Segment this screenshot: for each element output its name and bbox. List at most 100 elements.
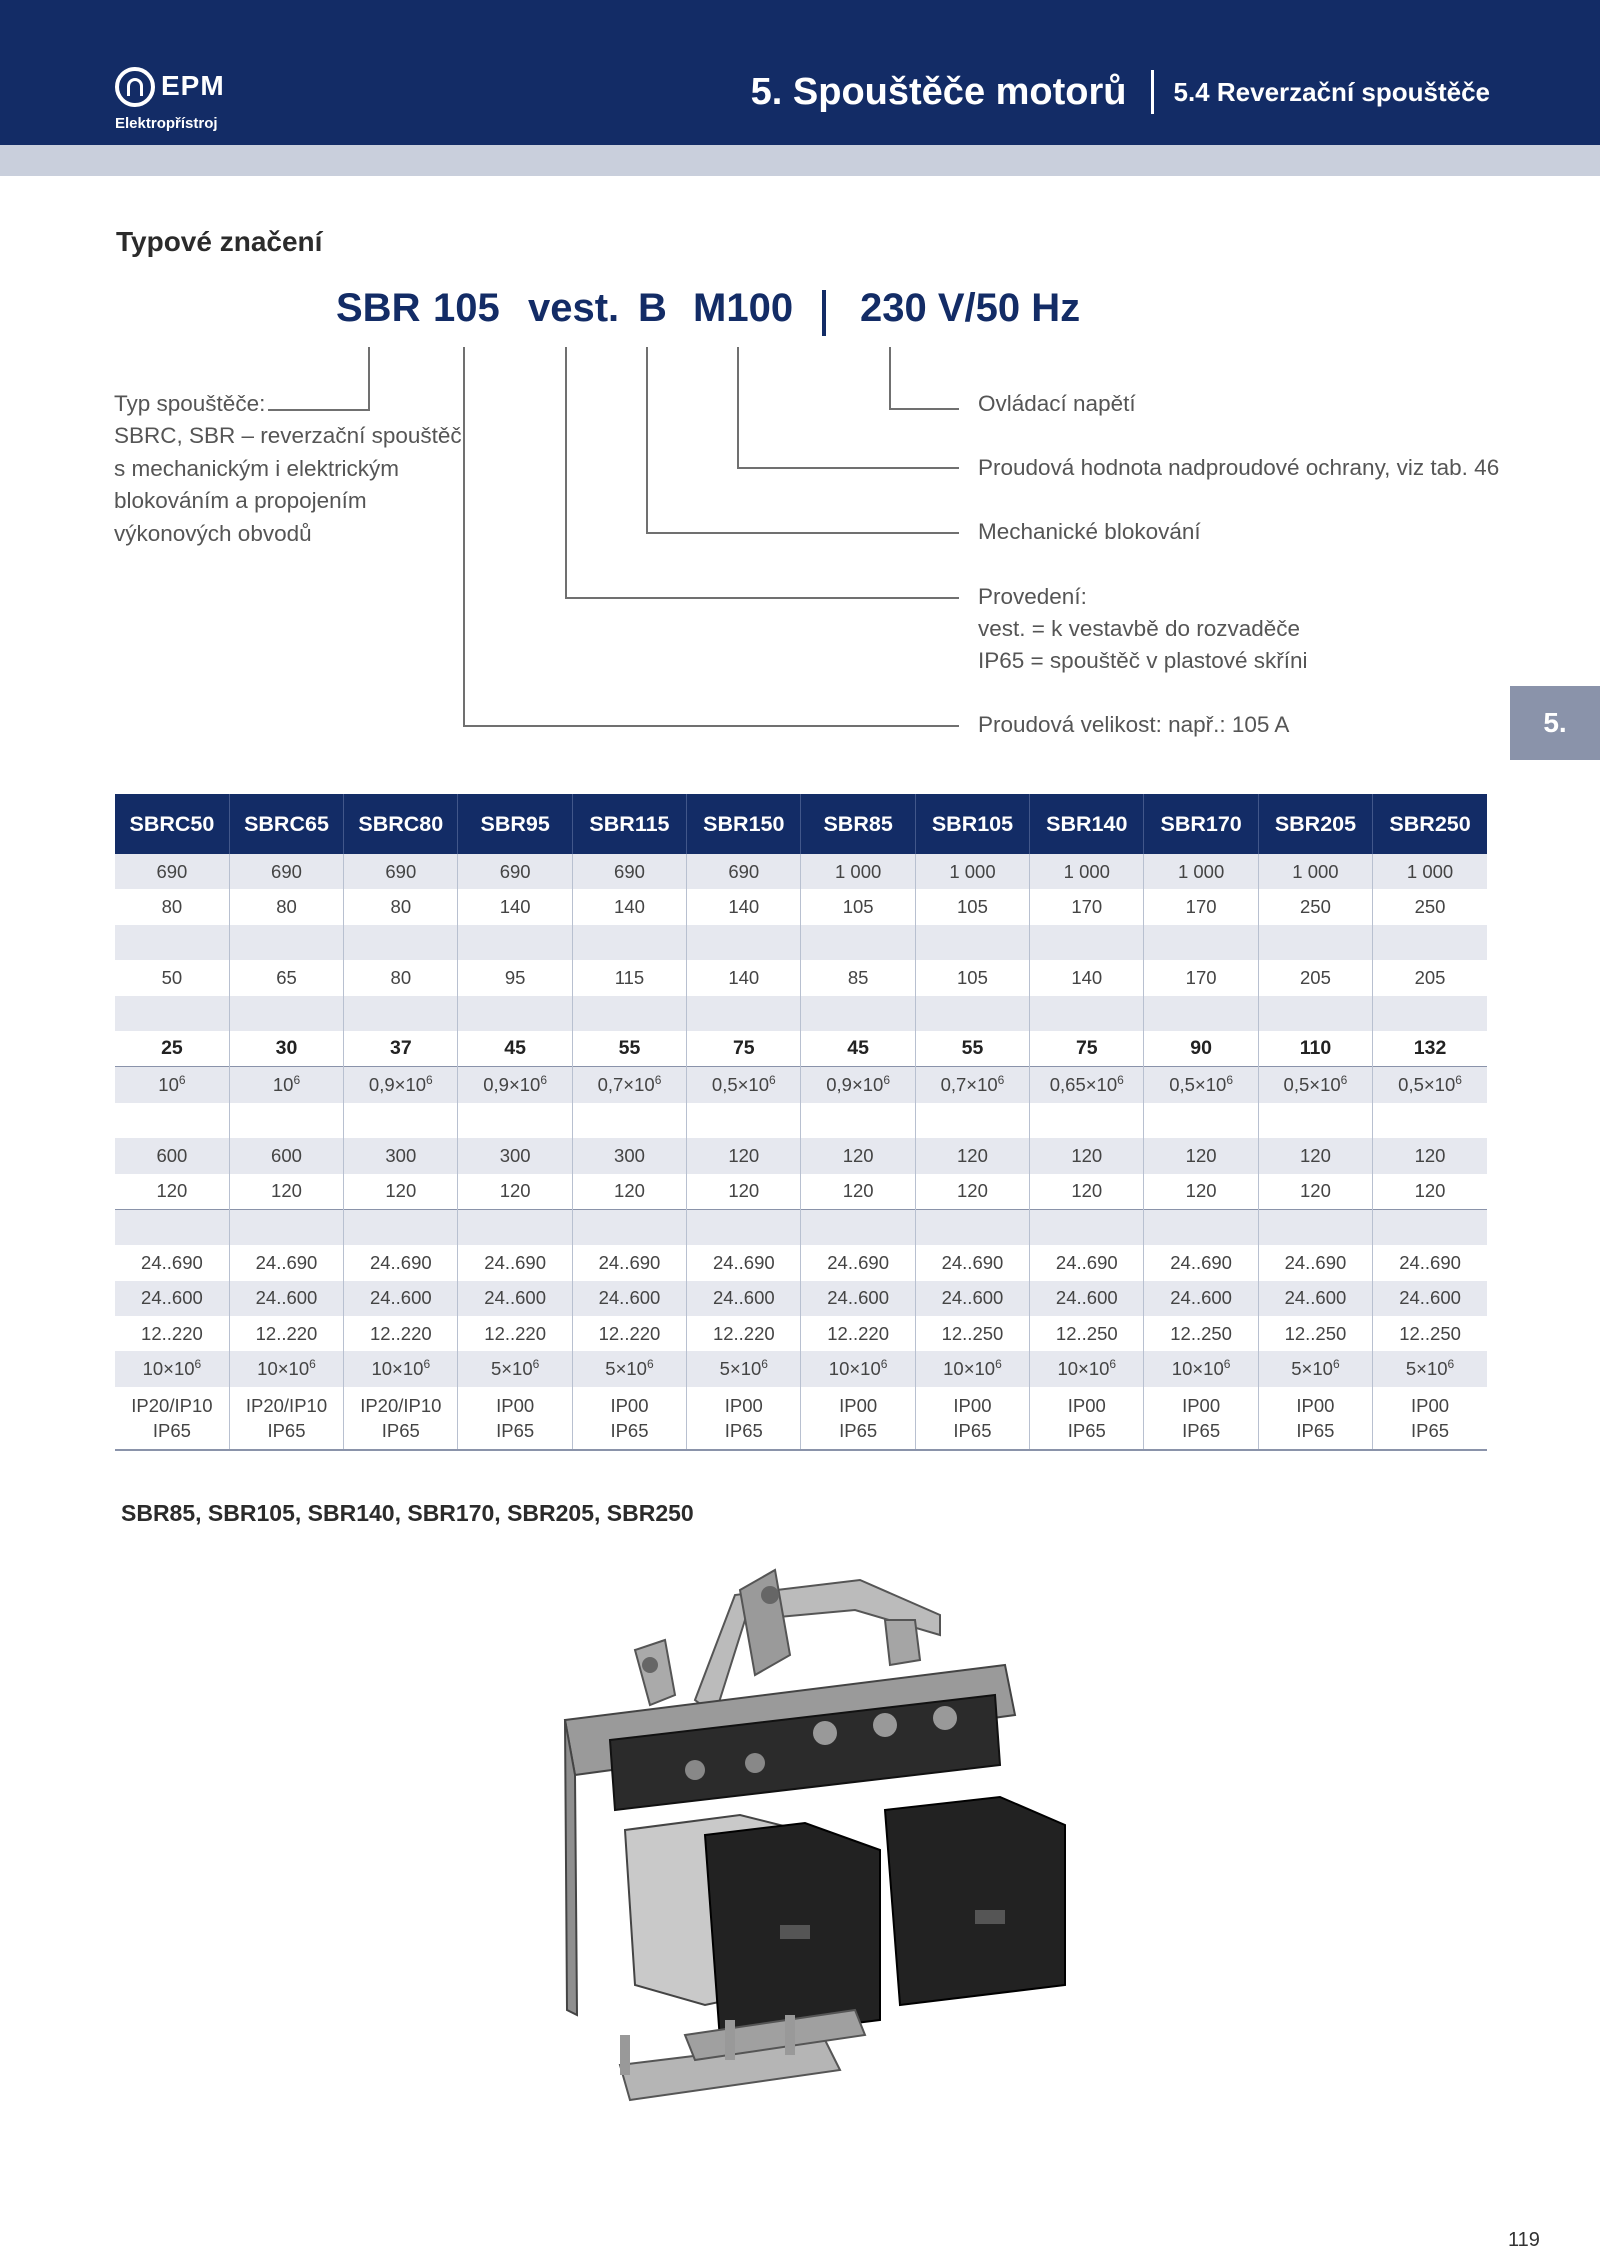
table-cell bbox=[1257, 924, 1373, 961]
spec-table: SBRC50 SBRC65 SBRC80 SBR95 SBR115 SBR150… bbox=[115, 794, 1487, 1451]
legend-size: Proudová velikost: např.: 105 A bbox=[978, 712, 1290, 737]
page-header: EPM Elektropřístroj 5. Spouštěče motorů … bbox=[0, 0, 1600, 145]
column-header: SBR250 bbox=[1372, 794, 1487, 854]
cell-line: IP20/IP10 bbox=[360, 1394, 442, 1416]
table-cell: 120 bbox=[457, 1173, 573, 1210]
column-header: SBR150 bbox=[686, 794, 801, 854]
table-cell: 110 bbox=[1257, 1030, 1373, 1067]
page-number: 119 bbox=[1508, 2229, 1540, 2251]
cell-value: 24..690 bbox=[1055, 1251, 1118, 1273]
column-header: SBR95 bbox=[457, 794, 573, 854]
table-cell bbox=[1143, 924, 1259, 961]
leader-size-h bbox=[463, 725, 959, 727]
cell-line: IP65 bbox=[267, 1419, 306, 1441]
table-cell bbox=[343, 1208, 458, 1246]
table-cell: 120 bbox=[1372, 1138, 1487, 1174]
cell-value: 24..690 bbox=[1170, 1251, 1232, 1273]
table-cell: 24..600 bbox=[914, 1280, 1030, 1317]
cell-value: 25 bbox=[161, 1037, 183, 1060]
table-cell bbox=[800, 924, 916, 961]
chapter-tab[interactable]: 5. bbox=[1510, 686, 1600, 760]
cell-value: 0,9×10 bbox=[368, 1074, 427, 1096]
table-cell bbox=[571, 995, 687, 1031]
legend-type-label: Typ spouštěče: bbox=[114, 391, 266, 416]
cell-exponent: 6 bbox=[1340, 1073, 1348, 1088]
cell-value: 690 bbox=[156, 860, 188, 882]
table-cell: 24..690 bbox=[914, 1245, 1030, 1281]
table-cell: 690 bbox=[228, 854, 344, 890]
table-cell bbox=[1257, 995, 1373, 1031]
cell-value: 10×10 bbox=[1057, 1358, 1110, 1380]
table-cell: 10×106 bbox=[228, 1351, 344, 1387]
cell-value: 250 bbox=[1414, 896, 1446, 918]
cell-value: 170 bbox=[1071, 896, 1103, 918]
cell-exponent: 6 bbox=[1447, 1357, 1455, 1372]
column-header: SBR170 bbox=[1143, 794, 1259, 854]
table-cell: 24..690 bbox=[1029, 1245, 1144, 1281]
leader-current-v bbox=[737, 347, 739, 469]
cell-value: 140 bbox=[614, 896, 645, 918]
cell-value: 24..690 bbox=[369, 1251, 432, 1273]
cell-value: 24..600 bbox=[369, 1287, 432, 1309]
column-header: SBRC65 bbox=[228, 794, 344, 854]
cell-exponent: 6 bbox=[540, 1073, 548, 1088]
table-cell: 0,65×106 bbox=[1029, 1066, 1144, 1103]
cell-value: 80 bbox=[390, 966, 412, 988]
table-cell: 120 bbox=[686, 1173, 801, 1210]
code-separator bbox=[822, 290, 826, 336]
table-cell: 24..690 bbox=[1143, 1245, 1259, 1281]
table-cell: 120 bbox=[343, 1173, 458, 1210]
cell-exponent: 6 bbox=[1109, 1357, 1117, 1372]
table-cell: 170 bbox=[1029, 889, 1144, 925]
cell-exponent: 6 bbox=[194, 1357, 202, 1372]
table-cell bbox=[457, 1102, 573, 1139]
cell-value: 120 bbox=[728, 1180, 760, 1202]
table-cell: 120 bbox=[571, 1173, 687, 1210]
cell-exponent: 6 bbox=[1455, 1073, 1462, 1088]
table-cell: 24..690 bbox=[571, 1245, 687, 1281]
cell-value: 10×10 bbox=[943, 1358, 996, 1380]
cell-value: 95 bbox=[504, 966, 526, 988]
cell-value: 24..600 bbox=[141, 1287, 203, 1309]
cell-value: 12..220 bbox=[712, 1322, 775, 1344]
cell-exponent: 6 bbox=[654, 1073, 662, 1088]
column-header: SBR85 bbox=[800, 794, 916, 854]
leader-blocking-h bbox=[646, 532, 959, 534]
table-cell bbox=[800, 1102, 916, 1139]
table-cell: 75 bbox=[686, 1030, 801, 1067]
table-cell bbox=[115, 1103, 229, 1138]
table-cell: 205 bbox=[1257, 960, 1373, 996]
cell-value: 120 bbox=[957, 1144, 988, 1166]
cell-value: 24..690 bbox=[484, 1251, 547, 1273]
table-cell: 120 bbox=[228, 1173, 344, 1210]
cell-value: 30 bbox=[275, 1037, 298, 1060]
table-cell: 24..690 bbox=[228, 1245, 344, 1281]
table-cell: 10×106 bbox=[800, 1351, 916, 1387]
cell-value: 600 bbox=[271, 1144, 302, 1166]
cell-value: 12..250 bbox=[1170, 1322, 1232, 1344]
table-cell: 37 bbox=[343, 1030, 458, 1067]
table-cell: 50 bbox=[115, 960, 229, 995]
cell-exponent: 6 bbox=[883, 1073, 891, 1088]
leader-blocking-v bbox=[646, 347, 648, 534]
cell-line: IP65 bbox=[839, 1419, 878, 1441]
table-cell: 0,5×106 bbox=[1143, 1066, 1259, 1103]
table-cell: 0,9×106 bbox=[343, 1066, 458, 1103]
table-cell: 1 000 bbox=[800, 854, 916, 890]
table-cell: 690 bbox=[343, 854, 458, 890]
cell-line: IP65 bbox=[724, 1419, 763, 1441]
table-cell: 0,7×106 bbox=[914, 1066, 1030, 1103]
cell-line: IP00 bbox=[1411, 1394, 1450, 1416]
table-cell: 12..250 bbox=[1029, 1316, 1144, 1352]
table-row bbox=[115, 995, 1487, 1031]
legend-design-label: Provedení: bbox=[978, 584, 1087, 609]
table-cell: 170 bbox=[1143, 889, 1259, 925]
table-cell: 120 bbox=[115, 1174, 229, 1210]
table-cell: 132 bbox=[1372, 1030, 1487, 1067]
table-header-row: SBRC50 SBRC65 SBRC80 SBR95 SBR115 SBR150… bbox=[115, 794, 1487, 854]
